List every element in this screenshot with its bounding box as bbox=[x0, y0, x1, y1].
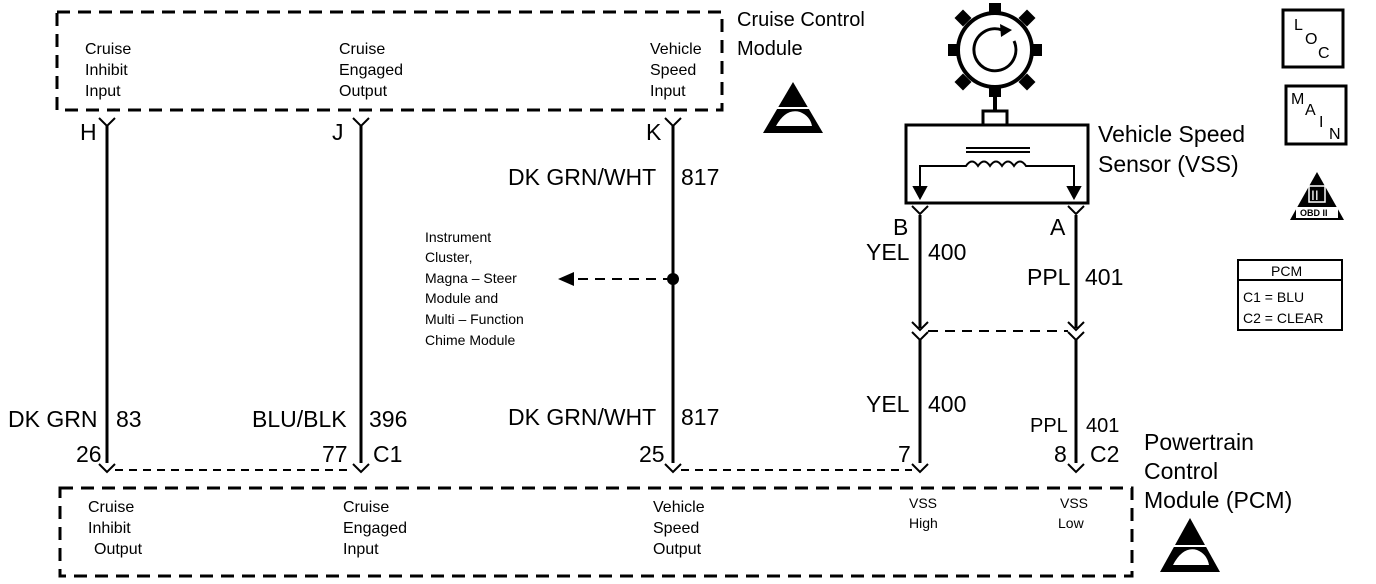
inline-connector bbox=[911, 321, 1085, 342]
svg-text:II: II bbox=[1311, 187, 1319, 203]
svg-text:N: N bbox=[1329, 126, 1341, 143]
pcm-pin-77-label-3: Input bbox=[343, 541, 379, 558]
svg-text:O: O bbox=[1305, 31, 1317, 48]
reluctor-wheel-icon bbox=[948, 3, 1042, 114]
pcm-title-3: Module (PCM) bbox=[1144, 487, 1292, 513]
connector-chevrons-pcm bbox=[98, 463, 1085, 474]
splice-arrow-icon bbox=[558, 272, 574, 286]
vss-pin-b: B bbox=[893, 214, 908, 240]
wire-yel-top-color: YEL bbox=[866, 239, 910, 265]
cruise-pin-k-label-3: Input bbox=[650, 83, 686, 100]
svg-text:M: M bbox=[1291, 91, 1304, 108]
wire-ppl-top-color: PPL bbox=[1027, 264, 1071, 290]
loc-icon: L O C bbox=[1281, 8, 1345, 69]
pcm-box bbox=[58, 486, 1134, 578]
cruise-pin-j-label-2: Engaged bbox=[339, 62, 403, 79]
cruise-module-box bbox=[55, 10, 724, 112]
cruise-module-title-1: Cruise Control bbox=[737, 9, 865, 31]
wire-ppl-bottom-num: 401 bbox=[1086, 415, 1119, 437]
pcm-legend-c1: C1 = BLU bbox=[1243, 289, 1304, 305]
cruise-module-title-2: Module bbox=[737, 38, 803, 60]
vss-pin-a: A bbox=[1050, 214, 1066, 240]
pcm-connector-c2: C2 bbox=[1090, 441, 1119, 467]
pcm-pin-25-label-3: Output bbox=[653, 541, 702, 558]
pcm-pin-26-label-1: Cruise bbox=[88, 499, 134, 516]
splice-note-1: Instrument bbox=[425, 229, 491, 245]
connector-chevrons-top bbox=[98, 117, 682, 128]
wire-ppl-top-num: 401 bbox=[1085, 264, 1123, 290]
svg-text:A: A bbox=[1305, 102, 1316, 119]
cruise-pin-k-label-2: Speed bbox=[650, 62, 696, 79]
pcm-legend-title: PCM bbox=[1271, 263, 1302, 279]
pcm-pin-8: 8 bbox=[1054, 441, 1067, 467]
cruise-pin-k-letter: K bbox=[646, 119, 662, 145]
pcm-pin-25-label-2: Speed bbox=[653, 520, 699, 537]
pcm-pin-77: 77 bbox=[322, 441, 348, 467]
pcm-pin-26-label-2: Inhibit bbox=[88, 520, 131, 537]
pcm-pin-25: 25 bbox=[639, 441, 665, 467]
svg-text:I: I bbox=[1319, 114, 1323, 131]
cruise-pin-k-label-1: Vehicle bbox=[650, 41, 702, 58]
wire-yel-bottom-num: 400 bbox=[928, 391, 966, 417]
pcm-pin-7: 7 bbox=[898, 441, 911, 467]
splice-note-6: Chime Module bbox=[425, 332, 515, 348]
vss-coil-icon bbox=[912, 147, 1082, 201]
wire-blublk-color: BLU/BLK bbox=[252, 406, 347, 432]
svg-text:L: L bbox=[1294, 17, 1303, 34]
splice-note-5: Multi – Function bbox=[425, 311, 524, 327]
esd-sensitive-icon bbox=[763, 82, 823, 133]
cruise-pin-h-label-1: Cruise bbox=[85, 41, 131, 58]
pcm-pin-8-label-1: VSS bbox=[1060, 495, 1088, 511]
obd-ii-icon: II OBD II bbox=[1290, 172, 1344, 220]
vss-shaft bbox=[981, 109, 1009, 127]
pcm-pin-8-label-2: Low bbox=[1058, 515, 1085, 531]
wire-dkgrn-color: DK GRN bbox=[8, 406, 97, 432]
wires bbox=[105, 126, 1078, 463]
vss-sensor-box bbox=[904, 123, 1090, 205]
wire-blublk-num: 396 bbox=[369, 406, 407, 432]
pcm-pin-77-label-2: Engaged bbox=[343, 520, 407, 537]
cruise-pin-h-label-2: Inhibit bbox=[85, 62, 128, 79]
splice-note-4: Module and bbox=[425, 290, 498, 306]
wire-ppl-bottom-color: PPL bbox=[1030, 415, 1068, 437]
pcm-pin-26-label-3: Output bbox=[94, 541, 143, 558]
pcm-connector-c1: C1 bbox=[373, 441, 402, 467]
wire-817-bottom-color: DK GRN/WHT bbox=[508, 404, 656, 430]
cruise-pin-h-letter: H bbox=[80, 119, 97, 145]
cruise-pin-j-label-3: Output bbox=[339, 83, 388, 100]
cruise-pin-j-letter: J bbox=[332, 119, 344, 145]
vss-title-1: Vehicle Speed bbox=[1098, 121, 1245, 147]
vss-title-2: Sensor (VSS) bbox=[1098, 151, 1239, 177]
splice-note-3: Magna – Steer bbox=[425, 270, 517, 286]
connector-chevrons-vss bbox=[911, 205, 1085, 216]
wire-yel-bottom-color: YEL bbox=[866, 391, 910, 417]
svg-text:OBD II: OBD II bbox=[1300, 208, 1328, 218]
pcm-pin-26: 26 bbox=[76, 441, 102, 467]
cruise-pin-j-label-1: Cruise bbox=[339, 41, 385, 58]
pcm-pin-7-label-2: High bbox=[909, 515, 938, 531]
wire-817-top-color: DK GRN/WHT bbox=[508, 164, 656, 190]
cruise-pin-h-label-3: Input bbox=[85, 83, 121, 100]
pcm-pin-25-label-1: Vehicle bbox=[653, 499, 705, 516]
wire-817-top-num: 817 bbox=[681, 164, 719, 190]
wire-dkgrn-num: 83 bbox=[116, 406, 142, 432]
pcm-title-2: Control bbox=[1144, 458, 1218, 484]
wire-yel-top-num: 400 bbox=[928, 239, 966, 265]
esd-sensitive-icon-pcm bbox=[1160, 518, 1220, 572]
wire-817-bottom-num: 817 bbox=[681, 404, 719, 430]
pcm-pin-77-label-1: Cruise bbox=[343, 499, 389, 516]
svg-text:C: C bbox=[1318, 45, 1330, 62]
pcm-title-1: Powertrain bbox=[1144, 429, 1254, 455]
pcm-legend-c2: C2 = CLEAR bbox=[1243, 310, 1324, 326]
pcm-pin-7-label-1: VSS bbox=[909, 495, 937, 511]
splice-note-2: Cluster, bbox=[425, 249, 472, 265]
pcm-legend-table: PCM C1 = BLU C2 = CLEAR bbox=[1237, 259, 1343, 331]
main-icon: M A I N bbox=[1284, 84, 1348, 146]
